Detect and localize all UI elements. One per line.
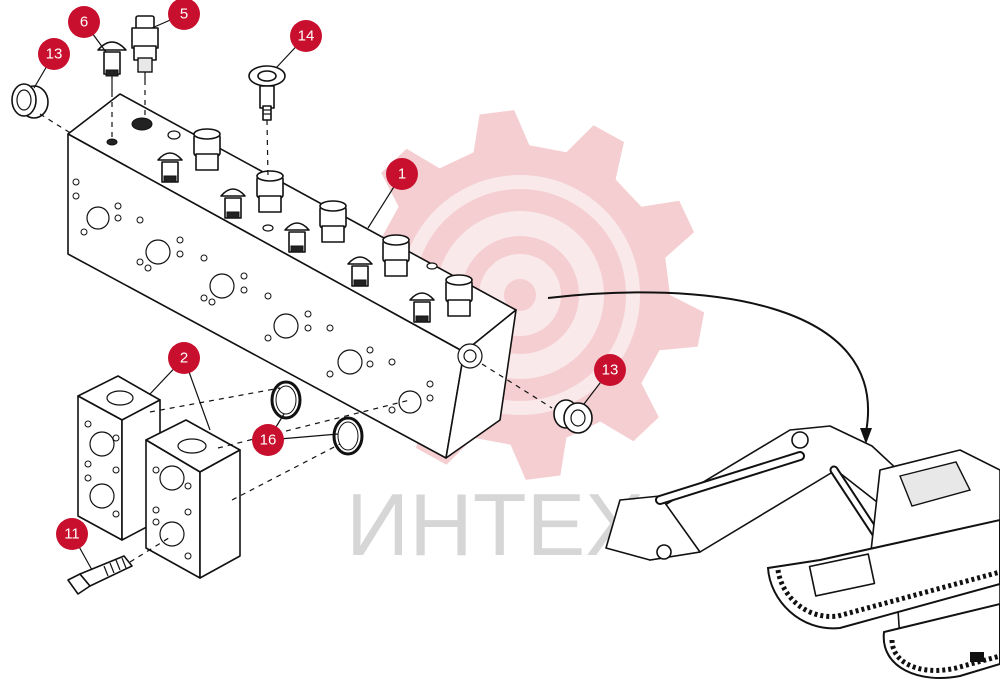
fitting-icon — [157, 128, 473, 323]
callout-14[interactable]: 14 — [290, 20, 322, 52]
flange-plate-icon — [145, 419, 241, 579]
callout-13-top-label: 13 — [46, 46, 63, 63]
bolt-icon — [67, 555, 133, 595]
valve-block-icon — [67, 93, 517, 459]
fitting-icon — [131, 15, 159, 80]
callout-5-label: 5 — [180, 6, 188, 23]
callout-16[interactable]: 16 — [252, 424, 284, 456]
callout-13-top[interactable]: 13 — [38, 38, 70, 70]
callout-5[interactable]: 5 — [168, 0, 200, 30]
o-ring-icon — [332, 416, 364, 456]
callout-1-label: 1 — [398, 166, 406, 183]
excavator-icon — [605, 425, 1000, 680]
location-arrow — [547, 291, 872, 444]
callout-11[interactable]: 11 — [56, 518, 88, 550]
callout-16-label: 16 — [260, 432, 277, 449]
flange-plate-icon — [77, 375, 161, 541]
callout-1[interactable]: 1 — [386, 158, 418, 190]
plug-icon — [553, 399, 593, 434]
callout-6[interactable]: 6 — [68, 6, 100, 38]
callout-2[interactable]: 2 — [168, 342, 200, 374]
callout-2-label: 2 — [180, 350, 188, 367]
explode-lines — [39, 80, 553, 563]
plug-icon — [11, 83, 49, 119]
fitting-icon — [97, 41, 127, 92]
callout-6-label: 6 — [80, 14, 88, 31]
watermark-text: ИНТЕХ — [346, 475, 644, 574]
callout-13-right[interactable]: 13 — [594, 354, 626, 386]
o-ring-icon — [270, 380, 302, 420]
eye-bolt-icon — [248, 65, 286, 121]
callout-13-right-label: 13 — [602, 362, 619, 379]
callout-11-label: 11 — [64, 526, 80, 543]
callout-14-label: 14 — [298, 28, 315, 45]
